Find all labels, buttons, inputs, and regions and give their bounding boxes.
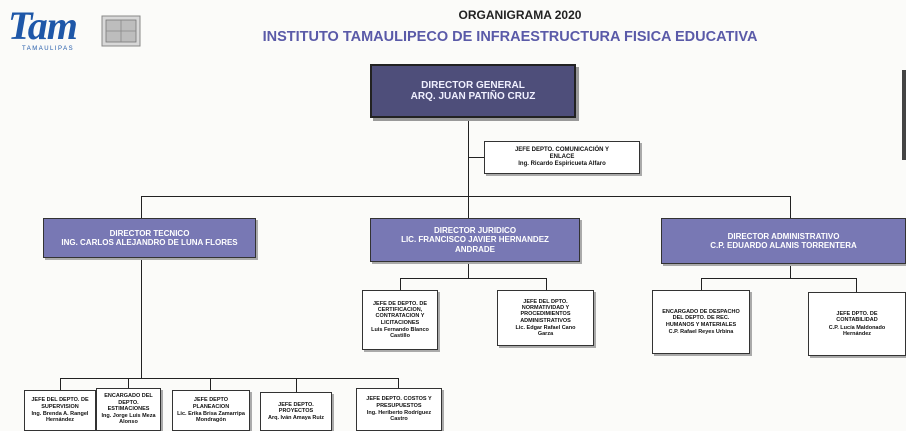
contabilidad-name: C.P. Lucía Maldonado Hernández xyxy=(828,324,886,337)
proyectos-role: JEFE DEPTO. PROYECTOS xyxy=(278,401,314,414)
normatividad-name: Lic. Edgar Rafael Cano Garza xyxy=(515,324,576,338)
costos-presupuestos-role: JEFE DEPTO. COSTOS Y PRESUPUESTOS xyxy=(366,396,432,409)
state-seal-icon xyxy=(101,15,141,47)
recursos-humanos-role: ENCARGADO DE DESPACHO DEL DEPTO. DE REC.… xyxy=(662,308,740,328)
recursos-humanos-name: C.P. Rafael Reyes Urbina xyxy=(668,328,734,335)
director-administrativo-name: C.P. EDUARDO ALANIS TORRENTERA xyxy=(710,241,857,250)
institution-name: INSTITUTO TAMAULIPECO DE INFRAESTRUCTURA… xyxy=(262,29,758,45)
supervision-name: Ing. Brenda A. Rangel Hernández xyxy=(31,411,89,424)
recursos-humanos-box: ENCARGADO DE DESPACHO DEL DEPTO. DE REC.… xyxy=(652,290,750,354)
connector-t5 xyxy=(398,378,399,388)
connector-j2 xyxy=(546,278,547,290)
comunicacion-enlace-box: JEFE DEPTO. COMUNICACIÓN Y ENLACE Ing. R… xyxy=(484,141,640,174)
connector-t4 xyxy=(296,378,297,392)
connector-a1 xyxy=(701,278,702,290)
connector-t2 xyxy=(128,378,129,388)
director-tecnico-role: DIRECTOR TECNICO xyxy=(109,228,190,238)
planeacion-box: JEFE DEPTO PLANEACION Lic. Erika Brisa Z… xyxy=(172,390,250,431)
director-general-box: DIRECTOR GENERAL ARQ. JUAN PATIÑO CRUZ xyxy=(370,64,576,118)
connector-j1 xyxy=(400,278,401,290)
connector-t1 xyxy=(60,378,61,390)
chart-title: ORGANIGRAMA 2020 xyxy=(458,8,582,22)
contabilidad-role: JEFE DPTO. DE CONTABILIDAD xyxy=(836,310,878,324)
connector-a2 xyxy=(856,278,857,292)
costos-presupuestos-box: JEFE DEPTO. COSTOS Y PRESUPUESTOS Ing. H… xyxy=(356,388,442,431)
estimaciones-name: Ing. Jorge Luis Meza Alonso xyxy=(101,413,156,426)
director-tecnico-name: ING. CARLOS ALEJANDRO DE LUNA FLORES xyxy=(61,238,238,247)
proyectos-name: Arq. Iván Amaya Ruiz xyxy=(267,415,325,422)
estimaciones-role: ENCARGADO DEL DEPTO. ESTIMACIONES xyxy=(104,393,153,412)
tamaulipas-logo: Tam TAMAULIPAS xyxy=(8,6,100,56)
director-general-role: DIRECTOR GENERAL xyxy=(421,79,525,91)
connector-administrativo-down xyxy=(790,264,791,278)
connector-administrativo-units xyxy=(701,278,857,279)
connector-tecnico-units xyxy=(60,378,399,379)
certificacion-role: JEFE DE DEPTO. DE CERTIFICACION, CONTRAT… xyxy=(373,300,427,326)
connector-juridico-units xyxy=(400,278,547,279)
estimaciones-box: ENCARGADO DEL DEPTO. ESTIMACIONES Ing. J… xyxy=(96,388,161,431)
page-edge-mark xyxy=(902,70,906,160)
planeacion-name: Lic. Erika Brisa Zamarripa Mondragón xyxy=(177,411,245,424)
contabilidad-box: JEFE DPTO. DE CONTABILIDAD C.P. Lucía Ma… xyxy=(808,292,906,356)
director-juridico-name: LIC. FRANCISCO JAVIER HERNANDEZ ANDRADE xyxy=(401,235,549,254)
logo-wordmark: Tam xyxy=(8,3,78,48)
supervision-box: JEFE DEL DEPTO. DE SUPERVISION Ing. Bren… xyxy=(24,390,96,431)
connector-juridico xyxy=(468,196,469,218)
connector-tecnico xyxy=(141,196,142,218)
normatividad-box: JEFE DEL DPTO. NORMATIVIDAD Y PROCEDIMIE… xyxy=(497,290,594,346)
normatividad-role: JEFE DEL DPTO. NORMATIVIDAD Y PROCEDIMIE… xyxy=(520,298,571,324)
connector-comunicacion xyxy=(468,157,484,158)
proyectos-box: JEFE DEPTO. PROYECTOS Arq. Iván Amaya Ru… xyxy=(260,392,332,431)
certificacion-box: JEFE DE DEPTO. DE CERTIFICACION, CONTRAT… xyxy=(362,290,438,350)
comunicacion-enlace-role: JEFE DEPTO. COMUNICACIÓN Y ENLACE xyxy=(514,146,610,160)
costos-presupuestos-name: Ing. Heriberto Rodríguez Castro xyxy=(366,410,432,423)
connector-t3 xyxy=(210,378,211,390)
connector-administrativo xyxy=(790,196,791,218)
connector-level1-horizontal xyxy=(141,196,790,197)
comunicacion-enlace-name: Ing. Ricardo Espiricueta Alfaro xyxy=(518,161,606,168)
connector-tecnico-down xyxy=(141,258,142,378)
director-juridico-role: DIRECTOR JURIDICO xyxy=(433,226,517,236)
director-juridico-box: DIRECTOR JURIDICO LIC. FRANCISCO JAVIER … xyxy=(370,218,580,262)
planeacion-role: JEFE DEPTO PLANEACION xyxy=(192,397,230,410)
supervision-role: JEFE DEL DEPTO. DE SUPERVISION xyxy=(31,397,89,410)
director-tecnico-box: DIRECTOR TECNICO ING. CARLOS ALEJANDRO D… xyxy=(43,218,256,258)
director-administrativo-role: DIRECTOR ADMINISTRATIVO xyxy=(727,231,840,241)
director-general-name: ARQ. JUAN PATIÑO CRUZ xyxy=(410,91,536,102)
director-administrativo-box: DIRECTOR ADMINISTRATIVO C.P. EDUARDO ALA… xyxy=(661,218,906,264)
certificacion-name: Luis Fernando Blanco Castillo xyxy=(371,326,429,340)
logo-subtext: TAMAULIPAS xyxy=(22,46,75,52)
connector-juridico-down xyxy=(468,262,469,278)
